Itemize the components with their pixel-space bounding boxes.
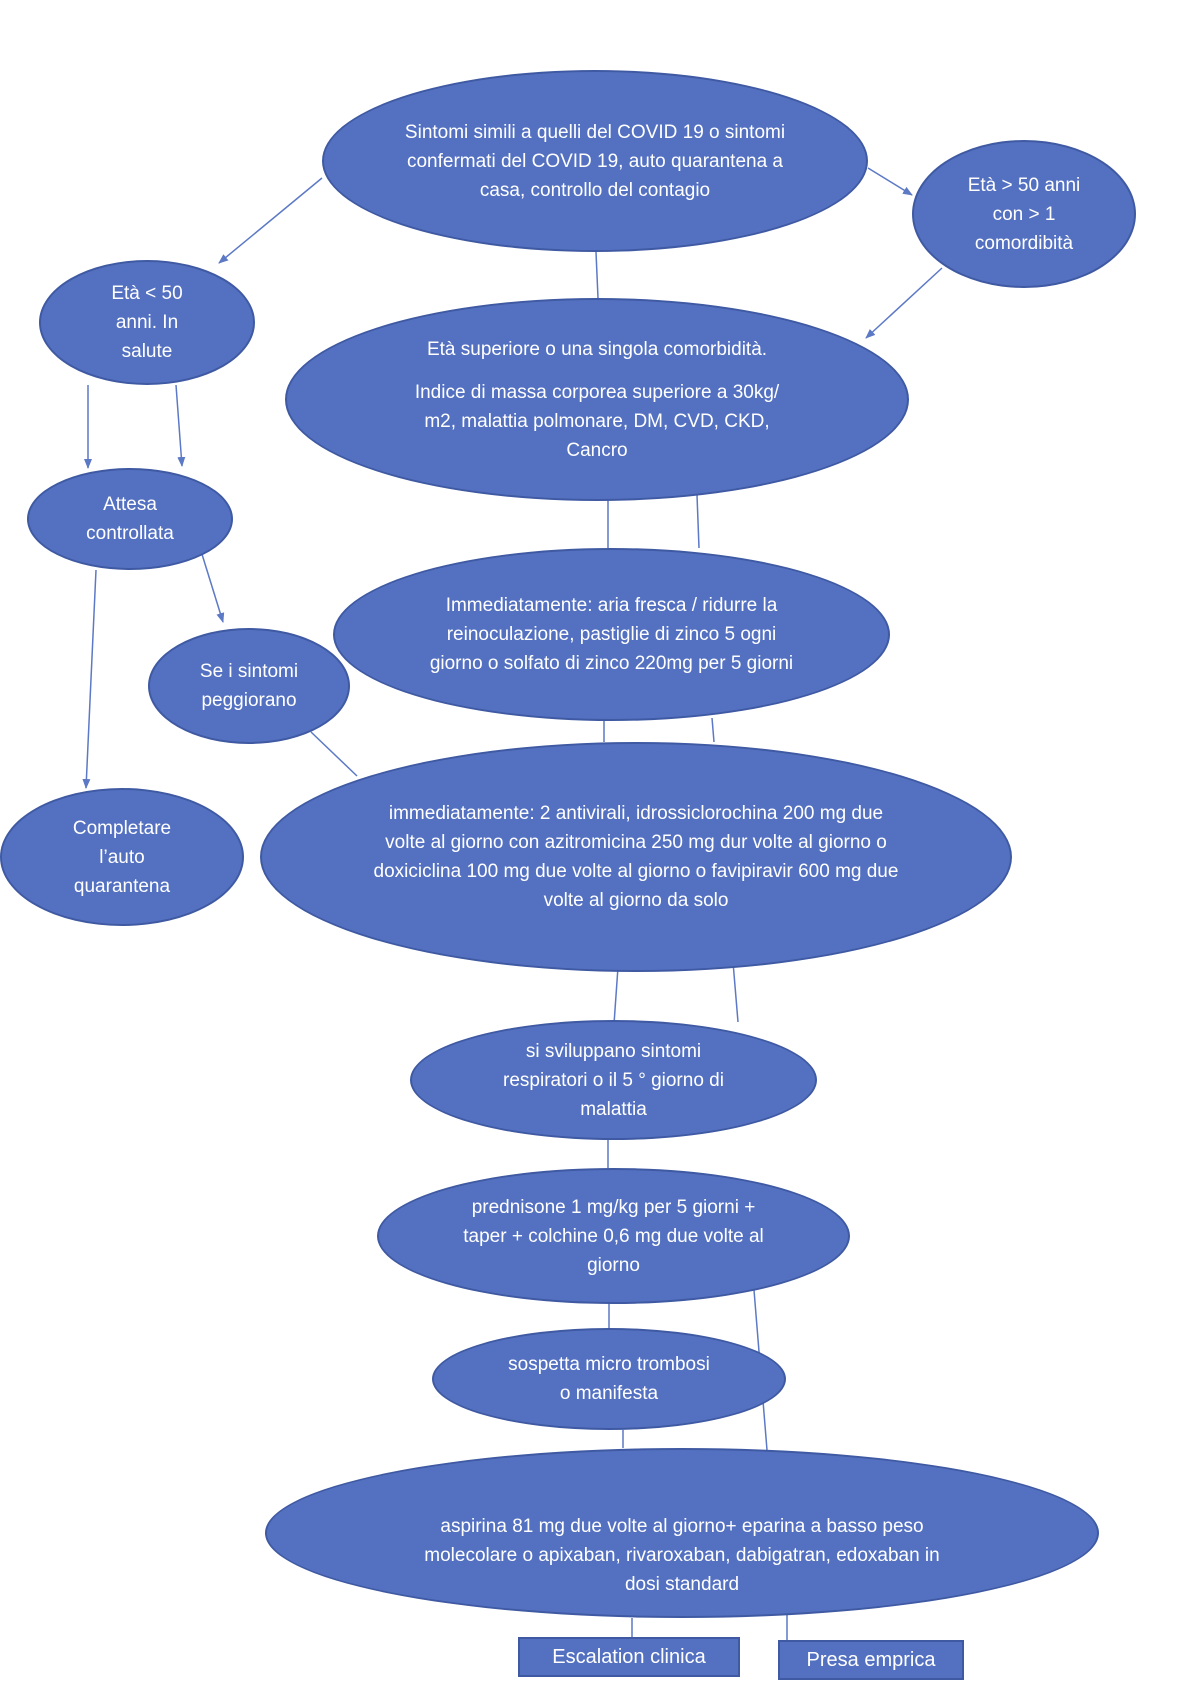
node-risk-factors: Età superiore o una singola comorbidità.…: [285, 298, 909, 501]
node-complete-quarantine: Completare l’auto quarantena: [0, 788, 244, 926]
box-empirical-intake: Presa emprica: [778, 1640, 964, 1680]
line-start-to-risk: [595, 251, 599, 299]
node-prednisone-therapy-text: prednisone 1 mg/kg per 5 giorni + taper …: [463, 1196, 764, 1276]
node-suspected-thrombosis: sospetta micro trombosi o manifesta: [432, 1328, 786, 1430]
box-clinical-escalation: Escalation clinica: [518, 1637, 740, 1677]
box-clinical-escalation-text: Escalation clinica: [552, 1645, 706, 1668]
node-respiratory-symptoms-text: si sviluppano sintomi respiratori o il 5…: [503, 1040, 724, 1120]
node-age-under-50-text: Età < 50 anni. In salute: [111, 283, 183, 362]
arrow-under50-to-wait-right: [175, 384, 186, 467]
node-zinc-immediate: Immediatamente: aria fresca / ridurre la…: [333, 548, 890, 721]
arrow-over50-to-risk: [865, 267, 943, 339]
node-respiratory-symptoms: si sviluppano sintomi respiratori o il 5…: [410, 1020, 817, 1140]
arrow-wait-to-complete: [82, 569, 97, 789]
node-anticoagulant-therapy: aspirina 81 mg due volte al giorno+ epar…: [265, 1448, 1099, 1618]
node-symptoms-worsen: Se i sintomi peggiorano: [148, 628, 350, 744]
arrow-wait-to-worsen: [200, 550, 225, 623]
node-symptoms-start-text: Sintomi simili a quelli del COVID 19 o s…: [404, 121, 786, 201]
node-suspected-thrombosis-text: sospetta micro trombosi o manifesta: [508, 1354, 710, 1404]
arrow-start-to-over50: [867, 167, 913, 196]
node-risk-factors-line1: Età superiore o una singola comorbidità.: [426, 338, 768, 360]
node-antiviral-therapy-text: immediatamente: 2 antivirali, idrossiclo…: [373, 803, 899, 911]
line-zinc-to-antiviral-right: [711, 717, 715, 743]
node-zinc-immediate-text: Immediatamente: aria fresca / ridurre la…: [429, 595, 794, 674]
node-symptoms-start: Sintomi simili a quelli del COVID 19 o s…: [322, 70, 868, 252]
box-empirical-intake-text: Presa emprica: [806, 1648, 936, 1671]
node-symptoms-worsen-text: Se i sintomi peggiorano: [199, 661, 299, 711]
node-anticoagulant-therapy-text: aspirina 81 mg due volte al giorno+ epar…: [424, 1516, 940, 1595]
node-monitored-wait: Attesa controllata: [27, 468, 233, 570]
node-risk-factors-line2: Indice di massa corporea superiore a 30k…: [414, 381, 780, 461]
node-complete-quarantine-text: Completare l’auto quarantena: [72, 817, 172, 897]
node-age-over-50-text: Età > 50 anni con > 1 comordibità: [967, 174, 1081, 254]
node-monitored-wait-text: Attesa controllata: [86, 494, 174, 544]
line-antiviral-to-respiratory-right: [732, 961, 739, 1023]
line-worsen-to-antiviral: [310, 731, 358, 777]
node-prednisone-therapy: prednisone 1 mg/kg per 5 giorni + taper …: [377, 1168, 850, 1304]
arrow-start-to-under50: [218, 177, 323, 264]
line-risk-to-zinc-right: [696, 494, 700, 549]
node-age-over-50: Età > 50 anni con > 1 comordibità: [912, 140, 1136, 288]
line-antiviral-to-respiratory-left: [613, 966, 619, 1025]
node-antiviral-therapy: immediatamente: 2 antivirali, idrossiclo…: [260, 742, 1012, 972]
node-age-under-50: Età < 50 anni. In salute: [39, 260, 255, 385]
